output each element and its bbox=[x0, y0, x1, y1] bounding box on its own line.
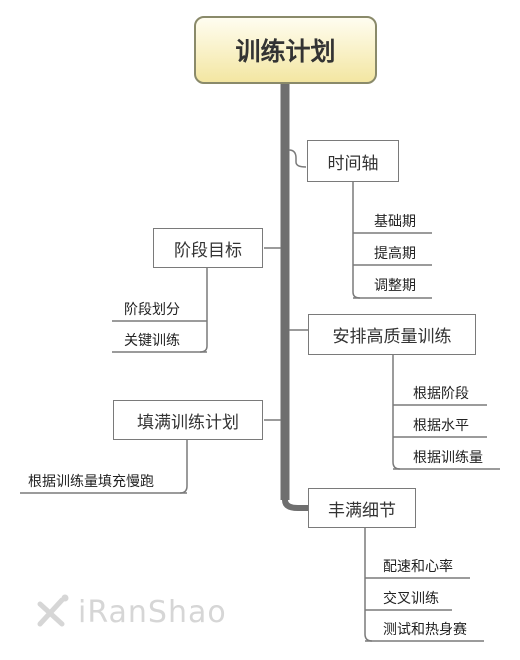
runner-logo-icon bbox=[37, 594, 69, 627]
root-node[interactable]: 训练计划 bbox=[194, 16, 377, 84]
leaf-stage-goal-0[interactable]: 阶段划分 bbox=[124, 302, 180, 318]
branch-details[interactable]: 丰满细节 bbox=[308, 488, 416, 528]
leaf-quality-0[interactable]: 根据阶段 bbox=[413, 386, 469, 402]
trunk-curve-to-details bbox=[282, 499, 308, 511]
leaf-details-1[interactable]: 交叉训练 bbox=[383, 591, 439, 607]
connector-quality-leaves bbox=[392, 355, 401, 470]
connector-details-leaves bbox=[364, 528, 373, 642]
leaf-fill-0[interactable]: 根据训练量填充慢跑 bbox=[28, 474, 154, 490]
leaf-details-2[interactable]: 测试和热身赛 bbox=[383, 622, 467, 638]
branch-quality[interactable]: 安排高质量训练 bbox=[308, 314, 476, 355]
connector-fill-leaves bbox=[179, 440, 188, 494]
leaf-timeline-0[interactable]: 基础期 bbox=[374, 214, 416, 230]
leaf-stage-goal-1[interactable]: 关键训练 bbox=[124, 333, 180, 349]
branch-stage-goal[interactable]: 阶段目标 bbox=[153, 228, 263, 268]
leaf-quality-2[interactable]: 根据训练量 bbox=[413, 450, 483, 466]
leaf-details-0[interactable]: 配速和心率 bbox=[383, 559, 453, 575]
watermark-logo: iRanShao bbox=[32, 592, 227, 632]
connector-timeline bbox=[288, 149, 307, 168]
connector-stage-goal-leaves bbox=[199, 268, 208, 353]
leaf-timeline-1[interactable]: 提高期 bbox=[374, 246, 416, 262]
leaf-quality-1[interactable]: 根据水平 bbox=[413, 418, 469, 434]
branch-timeline[interactable]: 时间轴 bbox=[307, 140, 399, 182]
leaf-timeline-2[interactable]: 调整期 bbox=[374, 278, 416, 294]
branch-fill[interactable]: 填满训练计划 bbox=[113, 400, 263, 440]
watermark-text: iRanShao bbox=[78, 594, 227, 630]
connector-timeline-leaves bbox=[352, 182, 361, 299]
